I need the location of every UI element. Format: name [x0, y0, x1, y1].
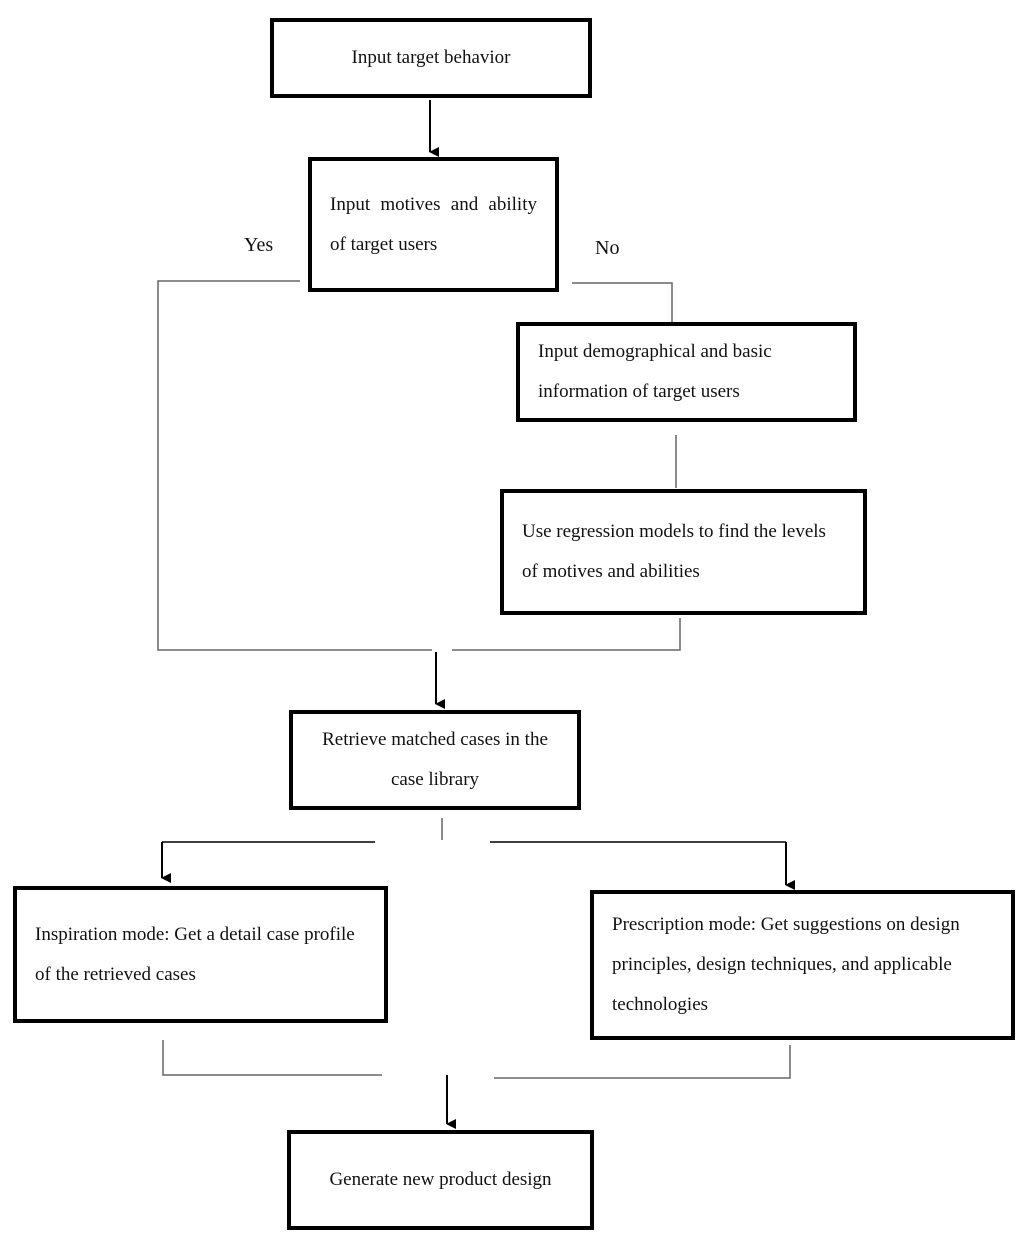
box-input-target-behavior: Input target behavior [270, 18, 592, 98]
label-input-demographical: Input demographical and basic informatio… [538, 341, 772, 402]
label-input-motives-ability: Input motives and ability of target user… [330, 193, 537, 255]
box-regression-models: Use regression models to find the levels… [500, 489, 867, 615]
label-generate-design: Generate new product design [329, 1169, 552, 1190]
box-input-motives-ability: Input motives and ability of target user… [308, 157, 559, 292]
label-input-target-behavior: Input target behavior [351, 47, 511, 68]
label-regression-models: Use regression models to find the levels… [522, 521, 826, 582]
connector-regression-to-merge [452, 618, 681, 651]
branch-label-yes: Yes [244, 234, 274, 256]
box-inspiration-mode: Inspiration mode: Get a detail case prof… [13, 886, 388, 1023]
branch-label-no: No [595, 237, 620, 259]
connector-inspiration-to-merge [162, 1040, 382, 1076]
box-generate-design: Generate new product design [287, 1130, 594, 1230]
box-retrieve-cases: Retrieve matched cases in the case libra… [289, 710, 581, 810]
box-input-demographical: Input demographical and basic informatio… [516, 322, 857, 422]
connector-prescription-to-merge [494, 1045, 791, 1079]
label-prescription-mode: Prescription mode: Get suggestions on de… [612, 914, 960, 1015]
box-prescription-mode: Prescription mode: Get suggestions on de… [590, 890, 1015, 1040]
label-inspiration-mode: Inspiration mode: Get a detail case prof… [35, 923, 355, 985]
label-retrieve-cases: Retrieve matched cases in the case libra… [322, 729, 548, 790]
connector-yes-branch [157, 280, 432, 651]
connector-no-branch [572, 282, 673, 325]
